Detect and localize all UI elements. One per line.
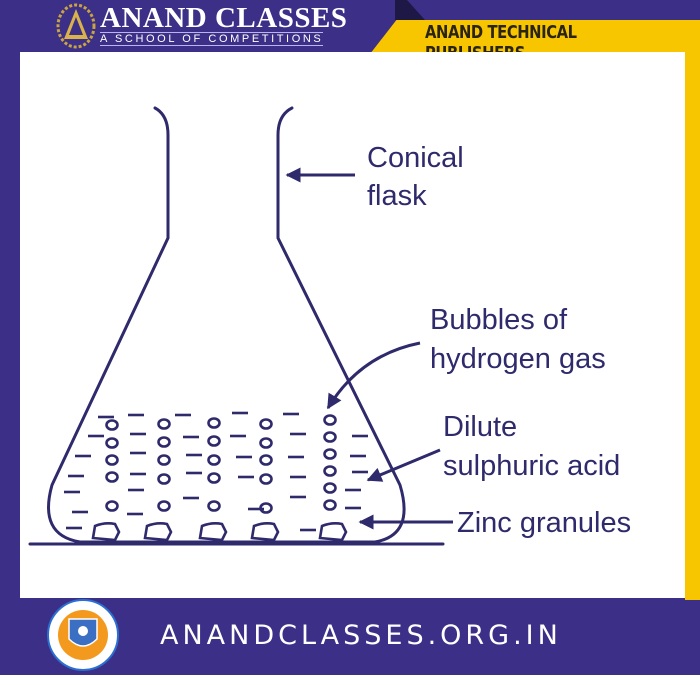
hydrogen-bubble: [157, 436, 171, 448]
zinc-granule: [250, 522, 280, 542]
flask-outline: [47, 106, 406, 544]
hydrogen-bubble: [207, 500, 221, 512]
hydrogen-bubble: [105, 437, 119, 449]
zinc-granule: [143, 522, 173, 542]
hydrogen-bubble: [259, 418, 273, 430]
hydrogen-bubble: [207, 454, 221, 466]
footer-logo-icon: [47, 599, 119, 671]
label-bubbles-2: hydrogen gas: [430, 343, 606, 375]
brand-subtitle: A SCHOOL OF COMPETITIONS: [100, 32, 324, 46]
label-zinc: Zinc granules: [457, 507, 631, 539]
bubbles-arrow: [326, 341, 421, 410]
hydrogen-bubble: [157, 454, 171, 466]
hydrogen-bubble: [105, 454, 119, 466]
hydrogen-bubble: [323, 499, 337, 511]
anand-classes-logo-icon: [56, 3, 96, 49]
hydrogen-bubble: [157, 418, 171, 430]
zinc-granule: [318, 522, 348, 542]
hydrogen-bubble: [207, 435, 221, 447]
hydrogen-bubble: [105, 500, 119, 512]
hydrogen-bubble: [105, 419, 119, 431]
hydrogen-bubble: [323, 482, 337, 494]
hydrogen-bubble: [259, 437, 273, 449]
zinc-granule: [198, 522, 228, 542]
label-bubbles-1: Bubbles of: [430, 304, 568, 336]
label-acid-2: sulphuric acid: [443, 450, 620, 482]
hydrogen-bubble: [259, 454, 273, 466]
hydrogen-bubble: [157, 500, 171, 512]
hydrogen-bubble: [323, 465, 337, 477]
label-acid-1: Dilute: [443, 411, 517, 443]
label-conical: Conical: [367, 142, 464, 174]
hydrogen-bubble: [323, 431, 337, 443]
right-border: [685, 52, 700, 600]
hydrogen-bubble: [323, 414, 337, 426]
brand-title: ANAND CLASSES: [100, 2, 348, 34]
conical-flask-diagram: Conical flask Bubbles of hydrogen gas Di…: [28, 106, 631, 546]
footer-url[interactable]: ANANDCLASSES.ORG.IN: [160, 620, 562, 651]
publisher-band: [370, 20, 700, 54]
acid-arrow: [366, 448, 441, 482]
hydrogen-bubble: [259, 473, 273, 485]
hydrogen-bubble: [323, 448, 337, 460]
hydrogen-bubble: [105, 471, 119, 483]
hydrogen-bubble: [207, 417, 221, 429]
zinc-granule: [91, 522, 121, 542]
hydrogen-bubble: [207, 472, 221, 484]
hydrogen-bubble: [157, 473, 171, 485]
label-flask: flask: [367, 180, 427, 212]
